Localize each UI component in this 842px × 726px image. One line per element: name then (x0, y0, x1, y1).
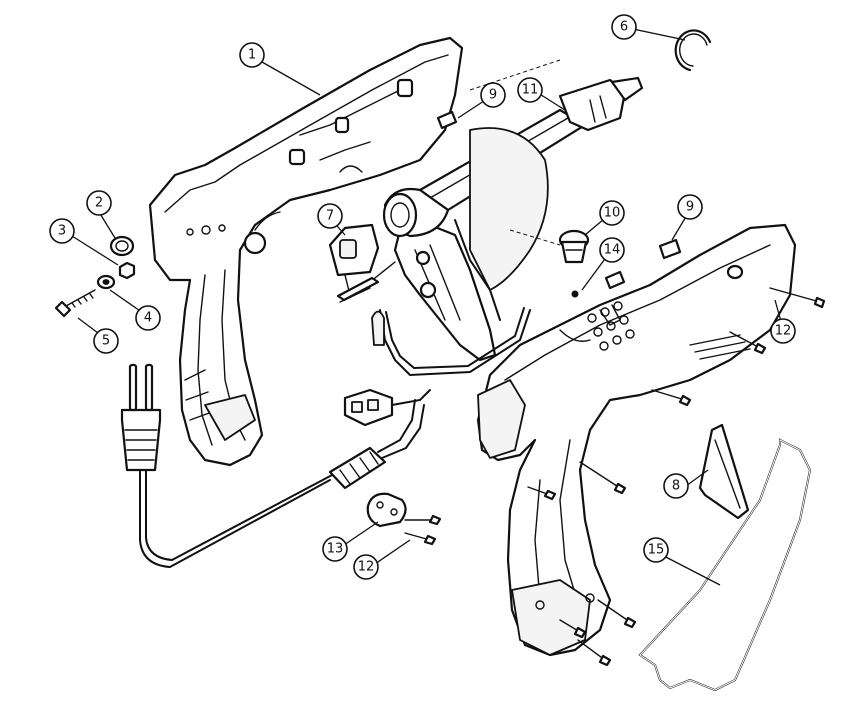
valve-cap (558, 229, 590, 264)
pin-upper (436, 110, 458, 130)
callout-10: 10 (599, 200, 625, 226)
callout-12-lower: 12 (353, 554, 379, 580)
callout-8: 8 (663, 473, 689, 499)
power-cord (139, 399, 425, 569)
cord-clamp (366, 492, 407, 528)
callout-5-number: 5 (102, 334, 110, 349)
callout-12-right-number: 12 (775, 324, 792, 339)
callout-14: 14 (599, 237, 625, 263)
callout-1-number: 1 (248, 48, 256, 63)
pin-lower (604, 270, 626, 290)
callout-4-number: 4 (144, 311, 152, 326)
callout-6-number: 6 (620, 20, 628, 35)
callout-1: 1 (239, 42, 265, 68)
callout-9-right: 9 (677, 194, 703, 220)
ring-nut (109, 235, 135, 257)
callout-15: 15 (643, 537, 669, 563)
callout-12-lower-number: 12 (358, 560, 375, 575)
small-ball (571, 290, 579, 298)
plug (120, 363, 162, 472)
callout-3-number: 3 (58, 224, 66, 239)
callout-7-number: 7 (326, 209, 334, 224)
switch-module (328, 223, 396, 303)
callout-12-right: 12 (770, 318, 796, 344)
support-clip (698, 423, 750, 520)
trigger-assembly (371, 223, 531, 377)
heating-element (382, 76, 644, 321)
callout-14-number: 14 (604, 243, 621, 258)
washer (96, 274, 116, 290)
long-screw (54, 289, 96, 318)
circlip (674, 29, 712, 72)
callout-9-upper-number: 9 (489, 88, 497, 103)
callout-2-number: 2 (95, 196, 103, 211)
callout-3: 3 (49, 218, 75, 244)
hex-nut (118, 261, 136, 280)
callout-10-number: 10 (604, 206, 621, 221)
callout-13-number: 13 (327, 542, 344, 557)
wire-stand (638, 438, 812, 692)
callout-5: 5 (93, 328, 119, 354)
callout-13: 13 (322, 536, 348, 562)
callout-8-number: 8 (672, 479, 680, 494)
callout-7: 7 (317, 203, 343, 229)
callout-15-number: 15 (648, 543, 665, 558)
callout-6: 6 (611, 14, 637, 40)
callout-11-number: 11 (522, 83, 539, 98)
callout-2: 2 (86, 190, 112, 216)
callout-9-upper: 9 (480, 82, 506, 108)
pin-right (658, 238, 682, 260)
housing-screws (404, 287, 826, 667)
connector-block (343, 388, 431, 427)
callout-11: 11 (517, 77, 543, 103)
alignment-lines (469, 59, 561, 246)
callout-4: 4 (135, 305, 161, 331)
left-housing-shell (148, 36, 464, 467)
right-housing-shell (476, 223, 797, 657)
callout-9-right-number: 9 (686, 200, 694, 215)
